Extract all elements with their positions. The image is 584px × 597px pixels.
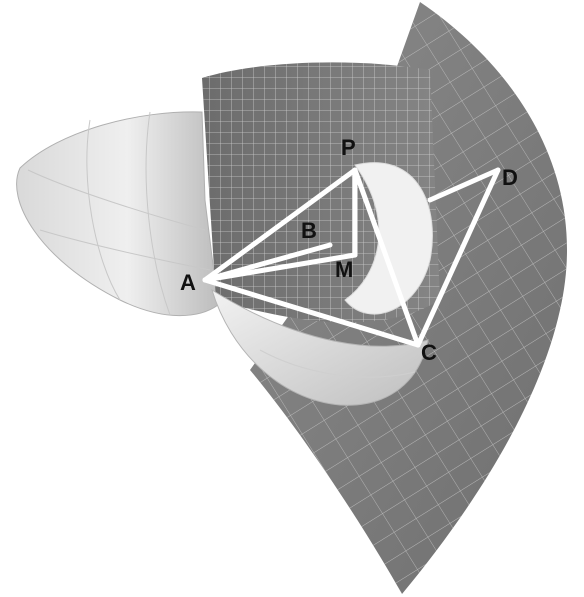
- label-point-d: D: [502, 165, 518, 190]
- edge-am: [202, 252, 358, 283]
- label-point-p: P: [341, 135, 356, 160]
- light-lune: [344, 162, 433, 315]
- pyramid-edges: [202, 167, 501, 348]
- label-point-a: A: [180, 270, 196, 295]
- edge-pc: [352, 167, 421, 348]
- edge-ac: [202, 277, 421, 348]
- edge-dp: [427, 167, 501, 203]
- edge-dc: [415, 167, 501, 348]
- left-bulb-surface: [16, 111, 219, 317]
- label-point-c: C: [421, 340, 437, 365]
- label-point-m: M: [335, 257, 353, 282]
- label-point-b: B: [301, 218, 317, 243]
- lower-bowl-surface: [211, 288, 429, 406]
- edge-ap: [202, 167, 358, 283]
